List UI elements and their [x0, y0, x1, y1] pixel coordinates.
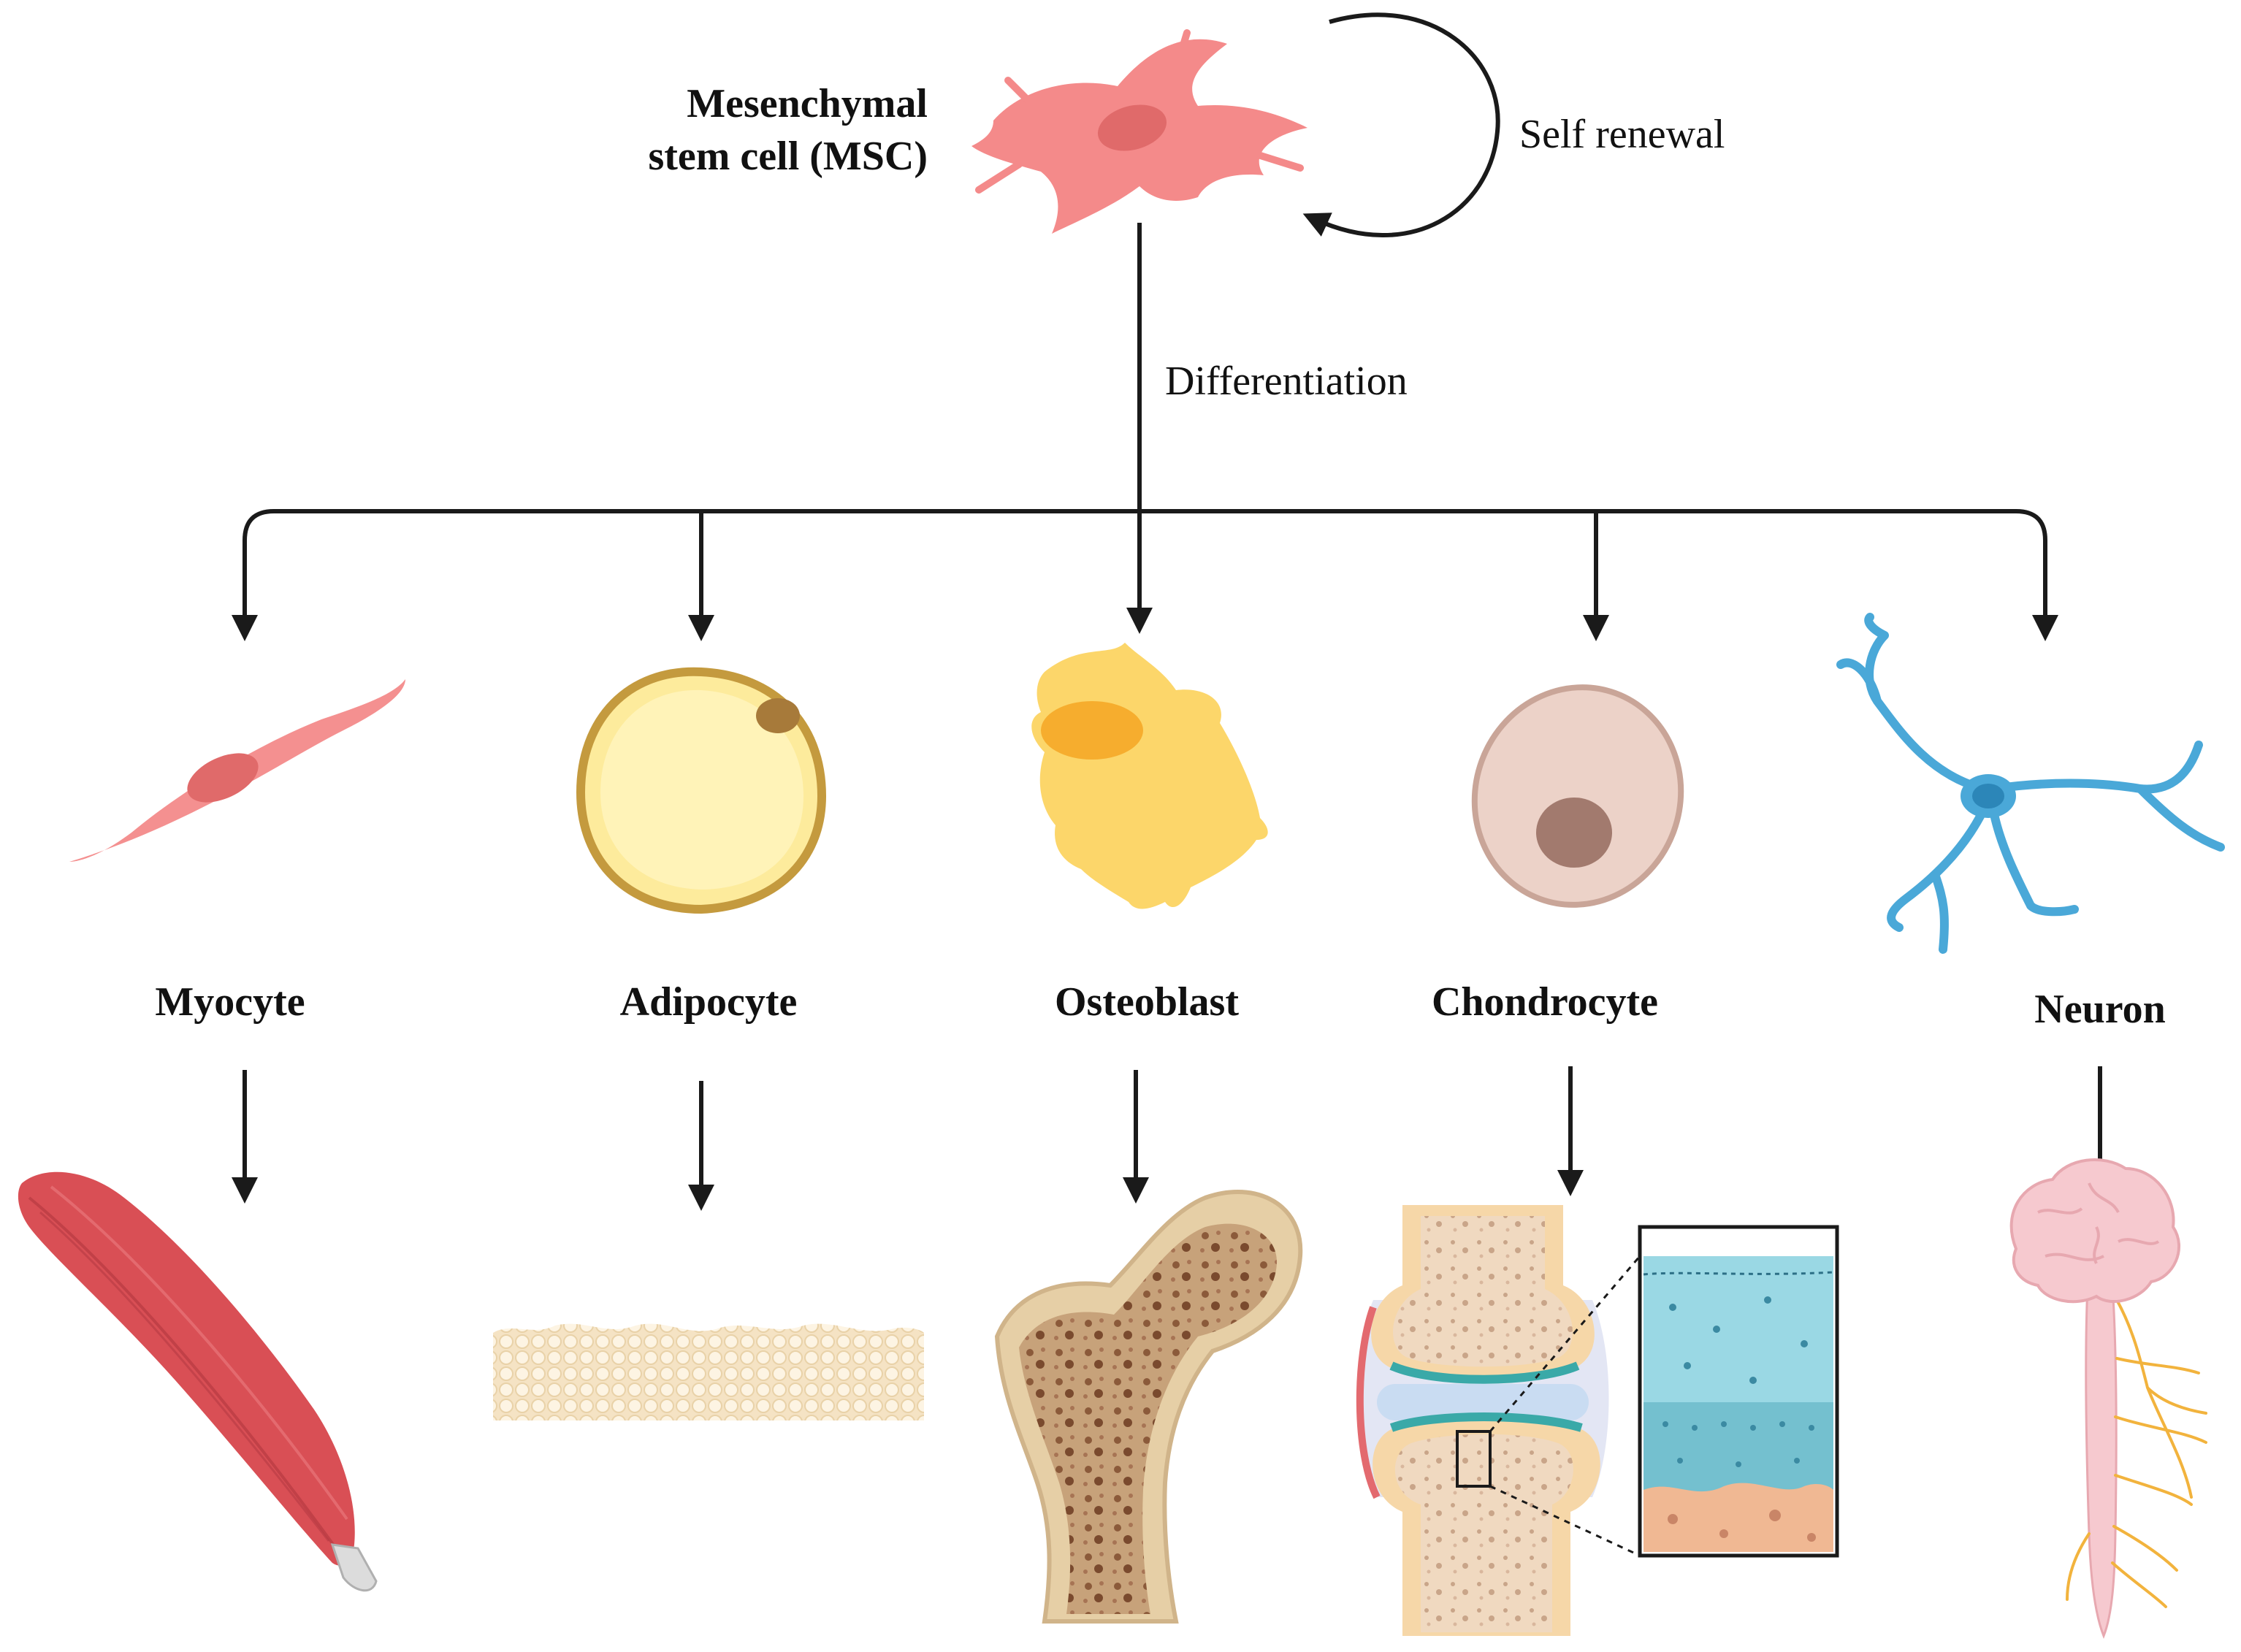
msc-icon [971, 29, 1307, 234]
cell-label-osteoblast: Osteoblast [1055, 979, 1239, 1025]
osteoblast-icon [1031, 643, 1268, 909]
neuron-icon [1836, 613, 2225, 954]
cell-label-myocyte: Myocyte [155, 979, 305, 1025]
adipocyte-icon [576, 667, 827, 914]
msc-label-line1: Mesenchymal [687, 81, 928, 126]
cell-label-chondrocyte: Chondrocyte [1432, 979, 1658, 1025]
msc-label-line2: stem cell (MSC) [648, 134, 928, 179]
myocyte-icon [69, 679, 405, 862]
brain-spinal-cord-icon [2009, 1158, 2207, 1640]
knee-joint-cartilage-icon [1356, 1205, 1839, 1636]
femur-bone-icon [994, 1190, 1303, 1624]
cell-label-neuron: Neuron [2034, 987, 2165, 1032]
skeletal-muscle-icon [18, 1171, 378, 1592]
self-renewal-label: Self renewal [1519, 112, 1725, 157]
differentiation-label: Differentiation [1165, 359, 1408, 404]
cell-label-adipocyte: Adipocyte [620, 979, 798, 1025]
self-renewal-arrow [1302, 12, 1500, 238]
chondrocyte-icon [1471, 684, 1684, 908]
branch-bar [243, 509, 2058, 641]
adipose-tissue-icon [493, 1323, 924, 1420]
